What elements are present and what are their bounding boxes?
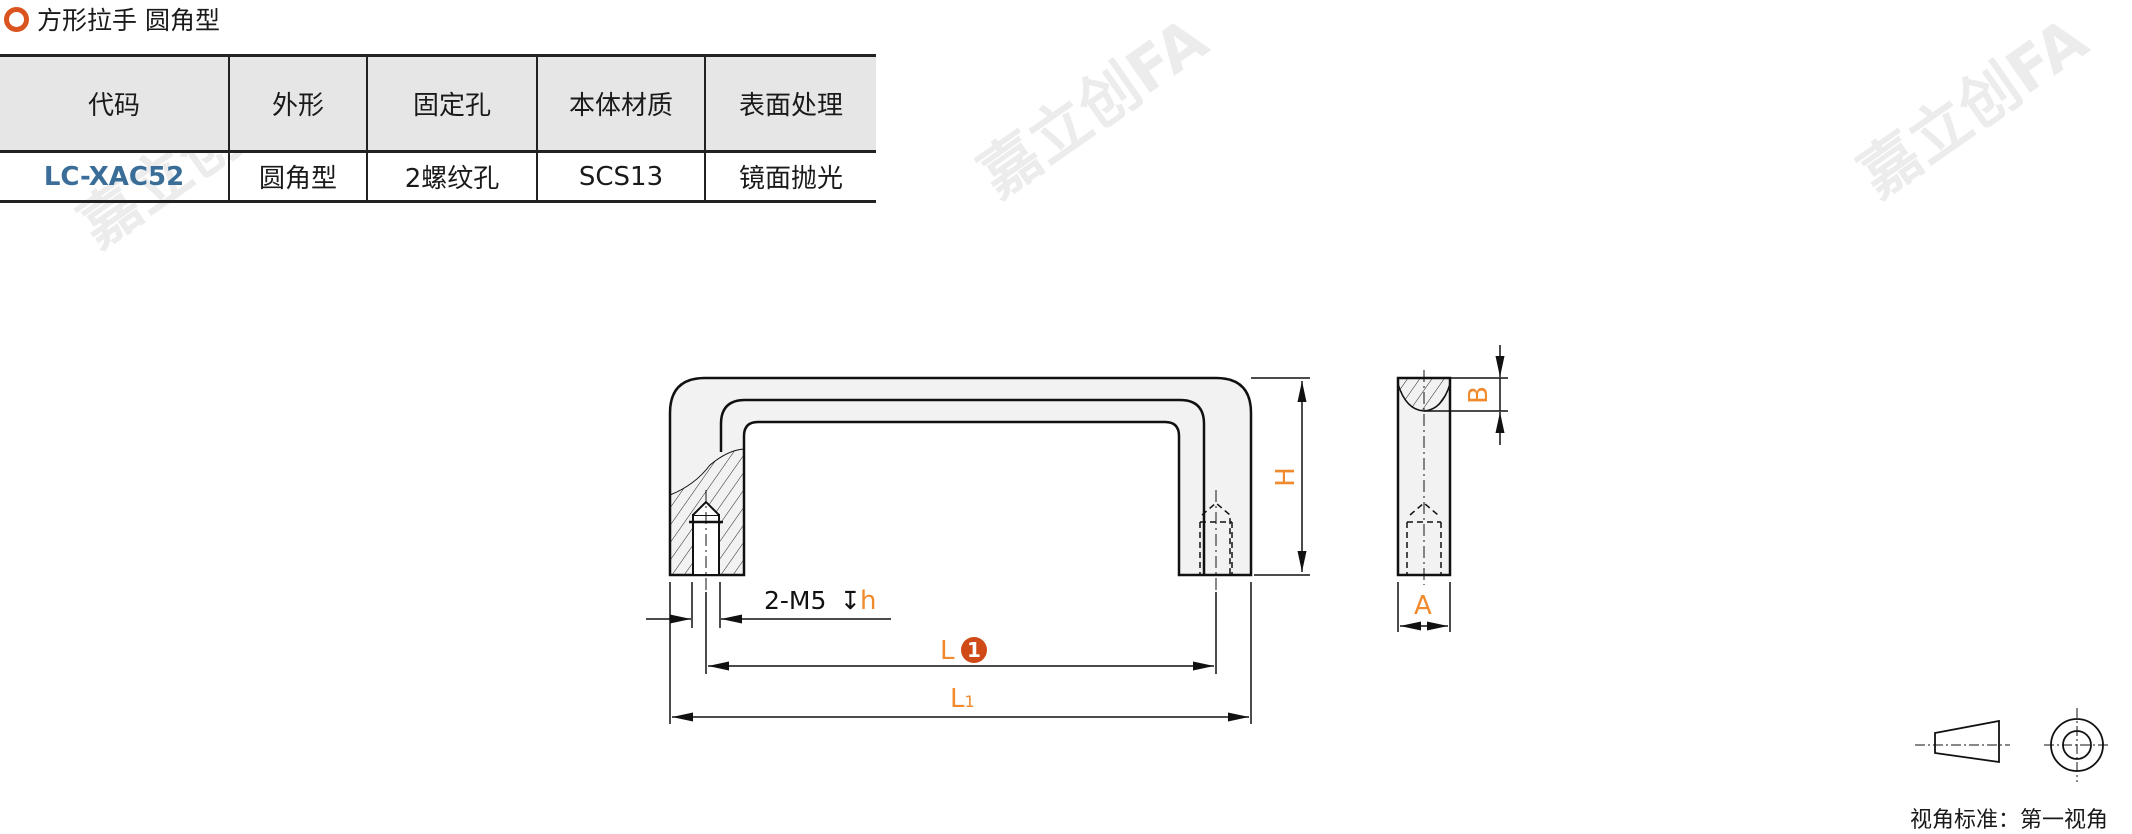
dim-L-label: L [940,636,955,666]
title-text: 方形拉手 圆角型 [37,6,220,35]
cell-code[interactable]: LC-XAC52 [43,161,185,192]
cell-finish: 镜面抛光 [704,151,876,202]
header-code: 代码 [87,91,140,121]
spec-table: 代码 外形 固定孔 本体材质 表面处理 LC-XAC52 圆角型 2螺纹孔 SC… [0,54,876,203]
thread-label: 2-M5 [764,586,826,615]
header-finish: 表面处理 [704,55,876,152]
dim-H-label: H [1271,467,1301,487]
note-badge-number: 1 [967,638,981,662]
table-row: LC-XAC52 圆角型 2螺纹孔 SCS13 镜面抛光 [0,151,876,202]
cell-mount-hole: 2螺纹孔 [366,151,537,202]
header-mount-hole: 固定孔 [366,55,537,152]
handle-front-view [668,376,1253,590]
handle-side-view [1396,345,1508,632]
table-header-row: 代码 外形 固定孔 本体材质 表面处理 [0,55,876,152]
dim-A-label: A [1414,591,1432,621]
first-angle-projection-icon [1915,708,2110,782]
header-shape: 外形 [228,55,367,152]
depth-symbol-icon: ↧ [840,586,861,615]
section-title: 方形拉手 圆角型 [4,2,220,36]
circle-bullet-icon [4,6,29,32]
header-material: 本体材质 [536,55,705,152]
cell-material: SCS13 [536,151,705,202]
dim-B-label: B [1464,386,1494,404]
view-standard-note: 视角标准：第一视角 [1910,808,2109,833]
dimension-lines [646,377,1310,724]
cell-shape: 圆角型 [228,151,367,202]
dim-L1-label: L1 [950,684,975,714]
depth-label: h [860,586,876,616]
note-badge-icon [961,637,987,663]
